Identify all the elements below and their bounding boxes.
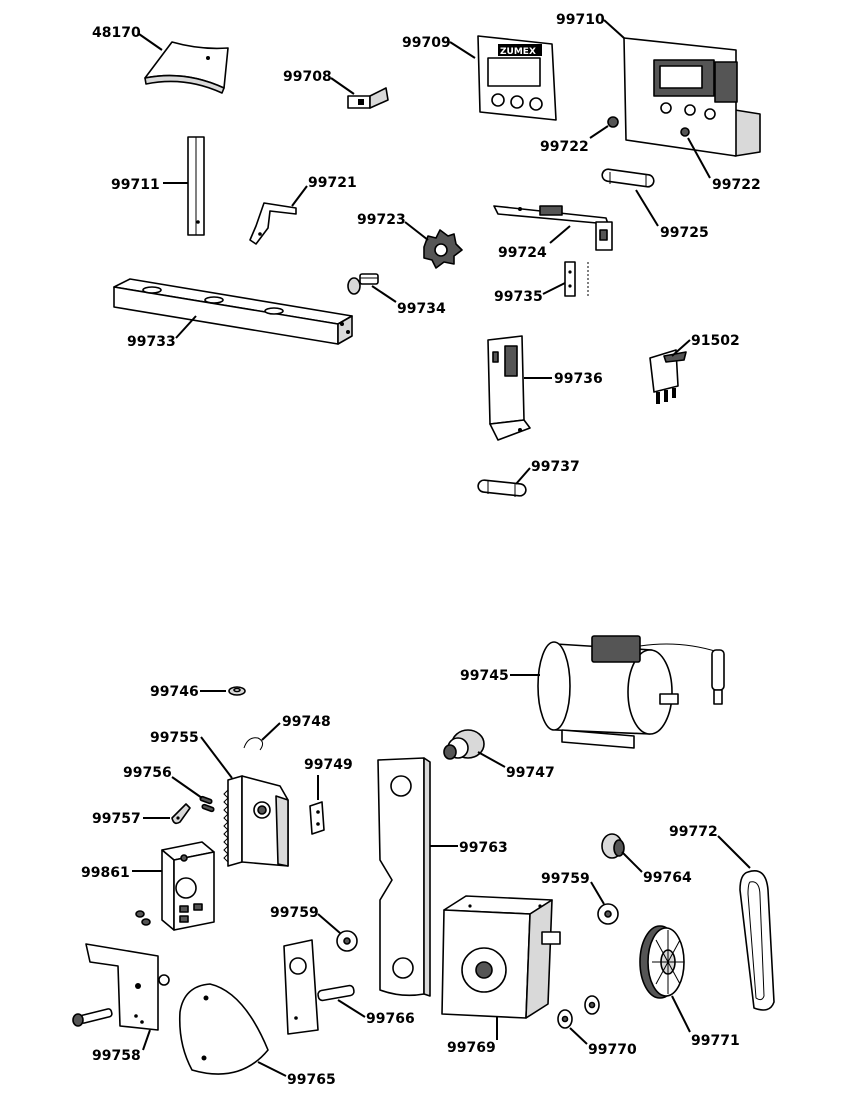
part-label: 99722 [540, 139, 589, 155]
part-99861 [135, 841, 215, 931]
part-label: 99709 [402, 35, 451, 51]
part-label: 99723 [357, 212, 406, 228]
part-48170 [144, 41, 229, 94]
part-label: 99737 [531, 459, 580, 475]
part-label: 99710 [556, 12, 605, 28]
part-label: 99746 [150, 684, 199, 700]
part-label: 99734 [397, 301, 446, 317]
part-label: 99724 [498, 245, 547, 261]
part-99746 [228, 686, 246, 696]
part-99755 [223, 775, 289, 867]
part-99770 [557, 995, 600, 1029]
part-91502 [649, 349, 687, 404]
part-label: 99747 [506, 765, 555, 781]
part-99769 [441, 895, 561, 1019]
part-label: 99725 [660, 225, 709, 241]
part-99723 [423, 229, 463, 269]
part-99735 [564, 261, 589, 297]
part-99721 [249, 202, 297, 245]
part-label: 99861 [81, 865, 130, 881]
part-99745 [537, 635, 725, 749]
part-label: 99757 [92, 811, 141, 827]
part-99759-a [336, 930, 358, 952]
part-label: 99758 [92, 1048, 141, 1064]
part-label: 99756 [123, 765, 172, 781]
part-label: 91502 [691, 333, 740, 349]
part-label: 99759 [541, 871, 590, 887]
part-label: 99733 [127, 334, 176, 350]
part-99749 [309, 801, 325, 835]
part-label: 99759 [270, 905, 319, 921]
part-99771 [639, 925, 685, 999]
part-99722-a [607, 116, 619, 128]
part-label: 99736 [554, 371, 603, 387]
part-label: 99722 [712, 177, 761, 193]
part-label: 99755 [150, 730, 199, 746]
part-99708 [347, 87, 389, 109]
part-label: 99748 [282, 714, 331, 730]
part-99757 [171, 803, 191, 825]
part-99747 [443, 729, 485, 760]
part-label: 99735 [494, 289, 543, 305]
part-label: 99708 [283, 69, 332, 85]
part-99765 [178, 983, 269, 1075]
part-99772 [739, 870, 775, 1011]
part-99724 [493, 205, 613, 251]
part-99709: ZUMEX [477, 35, 557, 121]
part-label: 99772 [669, 824, 718, 840]
part-label: 99770 [588, 1042, 637, 1058]
part-label: 99764 [643, 870, 692, 886]
part-99733 [113, 278, 353, 345]
part-label: 99749 [304, 757, 353, 773]
part-99725 [601, 168, 655, 188]
part-label: 99766 [366, 1011, 415, 1027]
part-label: 99763 [459, 840, 508, 856]
part-99759-b [597, 903, 619, 925]
part-label: 99711 [111, 177, 160, 193]
part-99734 [347, 273, 379, 295]
part-99758 [72, 943, 170, 1031]
part-99764 [601, 833, 625, 859]
part-99763 [377, 757, 431, 997]
part-label: 99721 [308, 175, 357, 191]
part-99748 [243, 737, 264, 751]
part-99766 [283, 939, 355, 1035]
part-label: 48170 [92, 25, 141, 41]
part-99737 [477, 479, 527, 497]
part-99711 [187, 136, 205, 236]
part-99710 [623, 37, 761, 157]
part-label: 99765 [287, 1072, 336, 1088]
part-99756 [199, 795, 215, 813]
part-label: 99745 [460, 668, 509, 684]
part-label: 99769 [447, 1040, 496, 1056]
part-label: 99771 [691, 1033, 740, 1049]
part-99736 [487, 335, 531, 441]
brand-logo: ZUMEX [500, 47, 536, 57]
